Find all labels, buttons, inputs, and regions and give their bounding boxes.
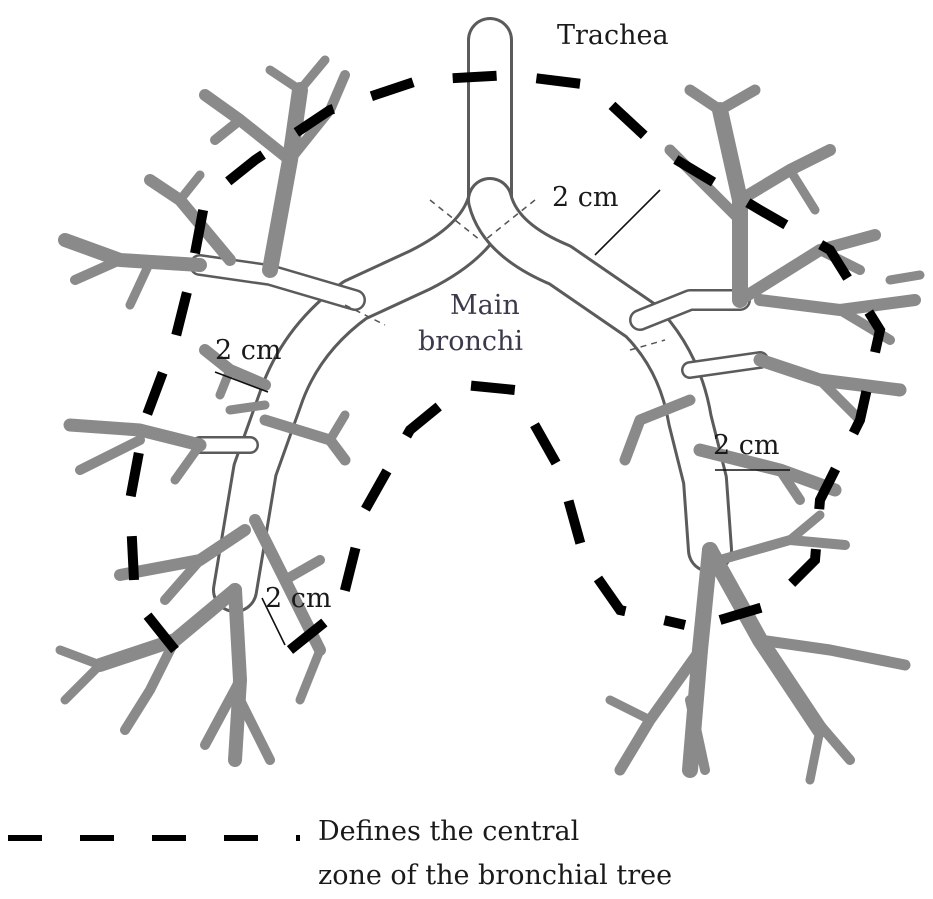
measure-label-left-lower: 2 cm	[265, 585, 332, 612]
measure-label-right-upper: 2 cm	[552, 184, 619, 211]
legend-line-1: Defines the central	[318, 818, 579, 845]
main-bronchi-label-line1: Main	[450, 292, 520, 319]
measure-label-right-lower: 2 cm	[713, 432, 780, 459]
main-bronchi-label-line2: bronchi	[418, 328, 523, 355]
central-zone-inner-boundary	[290, 385, 685, 650]
bronchial-tree	[60, 40, 920, 780]
trachea-label: Trachea	[557, 22, 669, 49]
legend-line-2: zone of the bronchial tree	[318, 862, 672, 889]
measure-label-left-upper: 2 cm	[215, 337, 282, 364]
